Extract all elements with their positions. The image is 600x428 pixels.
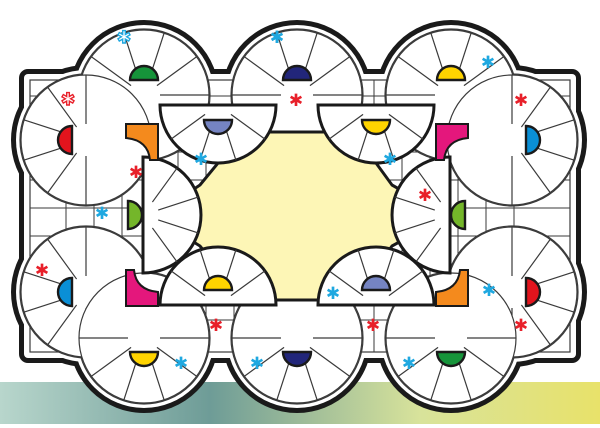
outer-lobe-3 [21,75,151,205]
snowflake-token-blue[interactable]: ✱ [482,281,496,301]
snowflake-token-red[interactable]: ✱ [289,91,303,111]
snowflake-token-blue[interactable]: ✱ [383,150,397,170]
snowflake-token-red[interactable]: ✱ [209,316,223,336]
snowflake-token-red[interactable]: ✱ [129,163,143,183]
snowflake-token-blue[interactable]: ✱ [117,28,131,48]
outer-lobe-4 [447,75,577,205]
snowflake-token-red[interactable]: ✱ [61,90,75,110]
snowflake-token-red[interactable]: ✱ [514,91,528,111]
snowflake-token-red[interactable]: ✱ [35,261,49,281]
snowflake-token-red[interactable]: ✱ [514,316,528,336]
snowflake-token-blue[interactable]: ✱ [326,284,340,304]
snowflake-token-blue[interactable]: ✱ [402,354,416,374]
snowflake-token-blue[interactable]: ✱ [250,354,264,374]
snowflake-token-red[interactable]: ✱ [418,186,432,206]
snowflake-token-red[interactable]: ✱ [366,316,380,336]
snowflake-token-blue[interactable]: ✱ [174,354,188,374]
snowflake-token-blue[interactable]: ✱ [270,28,284,48]
snowflake-token-blue[interactable]: ✱ [481,53,495,73]
snowflake-token-blue[interactable]: ✱ [95,204,109,224]
snowflake-token-blue[interactable]: ✱ [194,150,208,170]
